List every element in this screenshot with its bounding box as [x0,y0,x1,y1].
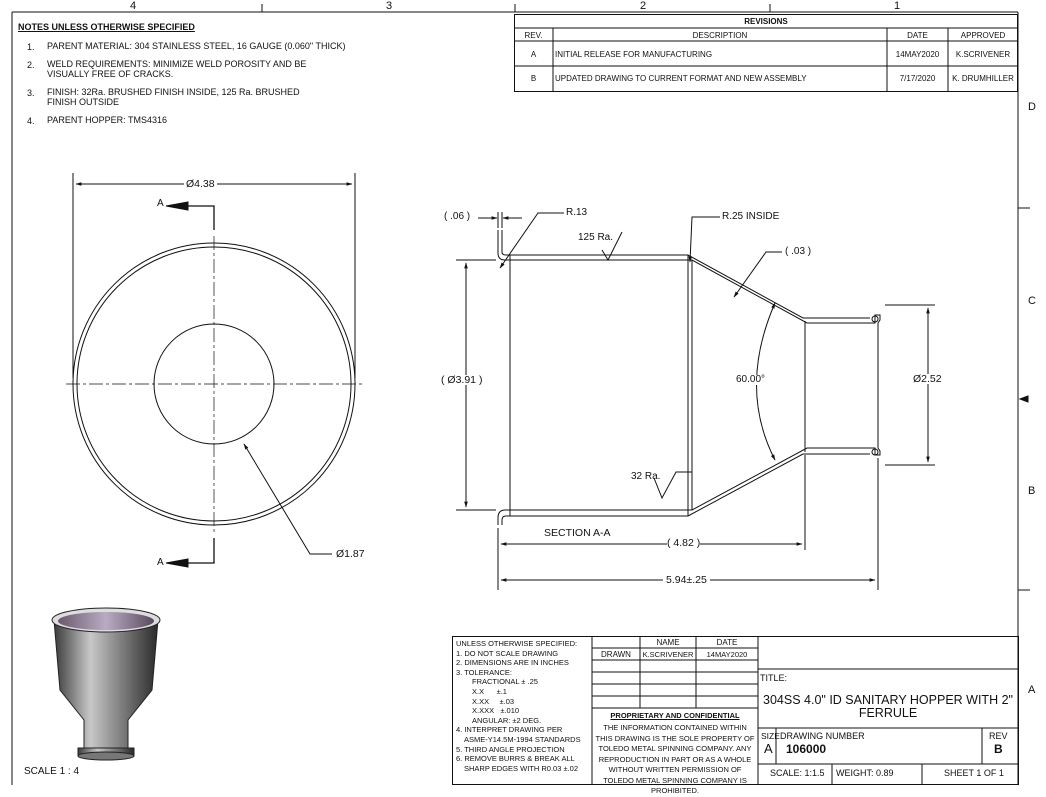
proprietary-title: PROPRIETARY AND CONFIDENTIAL [610,711,740,720]
zone-label-4: 4 [130,0,137,12]
section-mark-bottom: A [157,557,164,568]
rev-label: REV [989,731,1008,741]
revision-date: 14MAY2020 [895,50,940,59]
title-block [452,636,1019,785]
zone-label-1: 1 [894,0,901,12]
ferrule-diameter-dimension: Ø2.52 [913,373,942,385]
note-text: FINISH: 32Ra. BRUSHED FINISH INSIDE, 125… [47,87,300,107]
size-value: A [764,741,773,756]
revision-description: INITIAL RELEASE FOR MANUFACTURING [555,50,713,59]
zone-label-2: 2 [640,0,647,12]
hopper-inner-profile [501,230,870,525]
note-number: 4. [27,116,35,126]
rev-value: B [994,742,1003,756]
small-radius-callout: R.13 [566,207,588,218]
zone-label-a: A [1028,684,1036,696]
drawing-number-label: DRAWING NUMBER [780,731,865,741]
note-number: 3. [27,88,35,98]
inner-diameter-dimension: Ø1.87 [336,548,365,560]
isometric-scale-label: SCALE 1 : 4 [24,766,80,777]
revisions-table [514,14,1018,92]
hopper-outer-profile [497,230,881,525]
revision-rev: B [530,74,537,83]
outer-diameter-dimension: Ø4.38 [184,178,217,190]
top-view [66,173,362,568]
thickness-dimension: ( .06 ) [444,211,471,222]
date-header: DATE [716,638,738,647]
drawn-label: DRAWN [601,650,631,659]
size-label: SIZE [761,731,780,741]
total-length-dimension: 5.94±.25 [663,575,710,585]
revision-approved: K.SCRIVENER [955,50,1011,59]
zone-label-d: D [1028,101,1036,113]
approved-header: APPROVED [960,31,1006,40]
revision-description: UPDATED DRAWING TO CURRENT FORMAT AND NE… [555,74,807,83]
outside-finish-callout: 125 Ra. [578,232,614,243]
notes-title: NOTES UNLESS OTHERWISE SPECIFIED [18,22,195,32]
revision-rev: A [530,50,537,59]
drawing-number: 106000 [786,742,827,756]
date-header: DATE [907,31,928,40]
rev-header: REV. [524,31,543,40]
sheet-value: SHEET 1 OF 1 [944,768,1004,778]
inside-radius-callout: R.25 INSIDE [722,211,780,222]
note-text: PARENT MATERIAL: 304 STAINLESS STEEL, 16… [47,41,346,51]
title-label: TITLE: [760,673,788,683]
revision-approved: K. DRUMHILLER [952,74,1014,83]
body-diameter-dimension: ( Ø3.91 ) [441,374,483,386]
drawn-date: 14MAY2020 [706,650,748,659]
zone-label-c: C [1028,295,1036,307]
note-text: WELD REQUIREMENTS: MINIMIZE WELD POROSIT… [47,59,307,79]
section-mark-top: A [157,198,164,209]
name-header: NAME [656,638,680,647]
drawn-name: K.SCRIVENER [642,650,694,659]
hopper-isometric-image [51,607,161,761]
revision-date: 7/17/2020 [899,74,936,83]
cone-length-dimension: ( 4.82 ) [667,537,701,549]
zone-label-b: B [1028,485,1036,497]
zone-label-3: 3 [386,0,393,12]
proprietary-text: THE INFORMATION CONTAINED WITHIN THIS DR… [595,723,755,795]
inside-finish-callout: 32 Ra. [631,471,661,482]
revisions-title: REVISIONS [744,17,788,26]
note-number: 2. [27,60,35,70]
drawing-title: 304SS 4.0" ID SANITARY HOPPER WITH 2" FE… [763,693,1013,720]
note-text: PARENT HOPPER: TMS4316 [47,115,168,125]
description-header: DESCRIPTION [692,31,748,40]
cone-angle-dimension: 60.00° [736,374,766,385]
section-label: SECTION A-A [544,527,611,539]
weight-value: WEIGHT: 0.89 [836,768,894,778]
dim-03-callout: ( .03 ) [785,246,812,257]
note-number: 1. [27,42,35,52]
scale-value: SCALE: 1:1.5 [770,768,825,778]
drawing-spec-notes: UNLESS OTHERWISE SPECIFIED: 1. DO NOT SC… [456,639,581,773]
